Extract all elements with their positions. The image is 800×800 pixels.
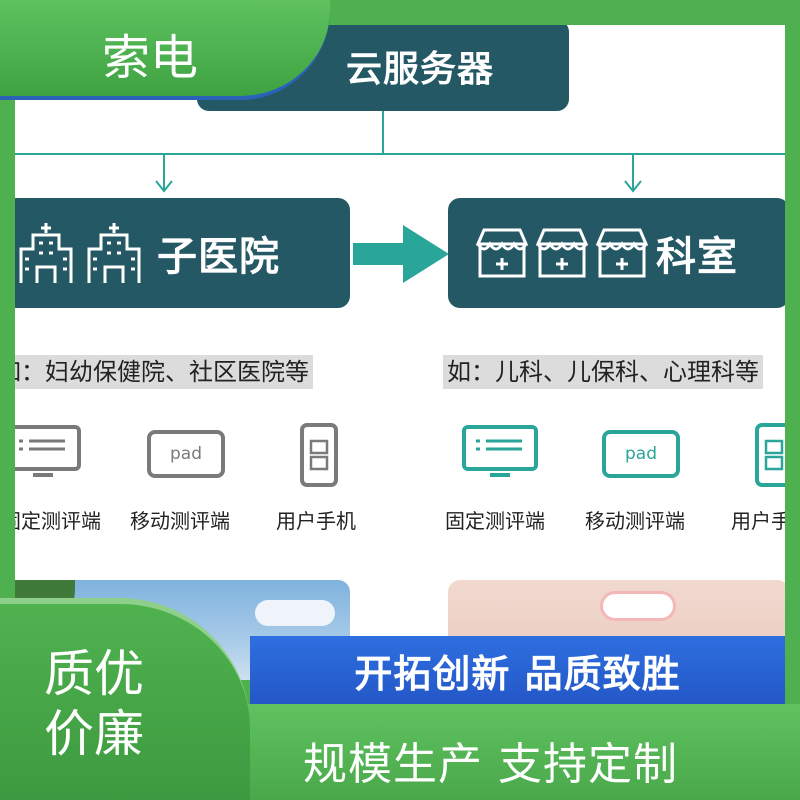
department-node: 科室 [448,198,785,308]
slogan-secondary: 规模生产 支持定制 [303,739,678,790]
arrow-down-icon [624,180,642,193]
device-label: 移动测评端 [585,509,685,533]
device-label: 用户手机 [276,509,356,533]
connector-horizontal [15,153,785,155]
device-label: 固定测评端 [15,509,101,533]
brand-badge: 索电 [0,0,330,100]
slogan-banner: 开拓创新 品质致胜 [250,636,785,704]
hospital-example: 如：妇幼保健院、社区医院等 [15,355,313,389]
hospital-building-icon [19,223,73,283]
phone-icon [300,423,338,487]
department-label: 科室 [656,234,738,280]
ceiling-light-shape [603,594,673,618]
tablet-icon-text: pad [625,444,657,464]
diagram-canvas: 云服务器 子医院 [15,25,785,680]
device-label: 用户手机 [731,509,785,533]
cloud-shape [255,600,335,626]
connector-vertical-root [382,111,384,155]
device-label: 固定测评端 [445,509,545,533]
cloud-server-label: 云服务器 [345,48,494,90]
device-label: 移动测评端 [130,509,230,533]
clinic-icon [536,228,588,278]
connector-drop-right [632,153,634,191]
hospital-building-icon [87,223,141,283]
sub-hospital-label: 子医院 [157,234,280,280]
clinic-icon [596,228,648,278]
department-example: 如：儿科、儿保科、心理科等 [443,355,763,389]
quality-line-1: 质优 [44,645,144,703]
tablet-icon: pad [602,430,680,478]
quality-badge: 质优 价廉 [0,598,250,800]
monitor-icon [462,425,538,477]
clinic-icon [476,228,528,278]
quality-line-2: 价廉 [44,705,144,763]
tablet-icon: pad [147,430,225,478]
arrow-down-icon [155,180,173,193]
monitor-icon [15,425,81,477]
brand-name: 索电 [102,30,199,86]
tablet-icon-text: pad [170,444,202,464]
connector-drop-left [163,153,165,191]
phone-icon [755,423,785,487]
arrow-right-icon [353,225,449,283]
quality-text: 质优 价廉 [44,644,144,764]
slogan-primary: 开拓创新 品质致胜 [354,651,681,696]
sub-hospital-node: 子医院 [15,198,350,308]
